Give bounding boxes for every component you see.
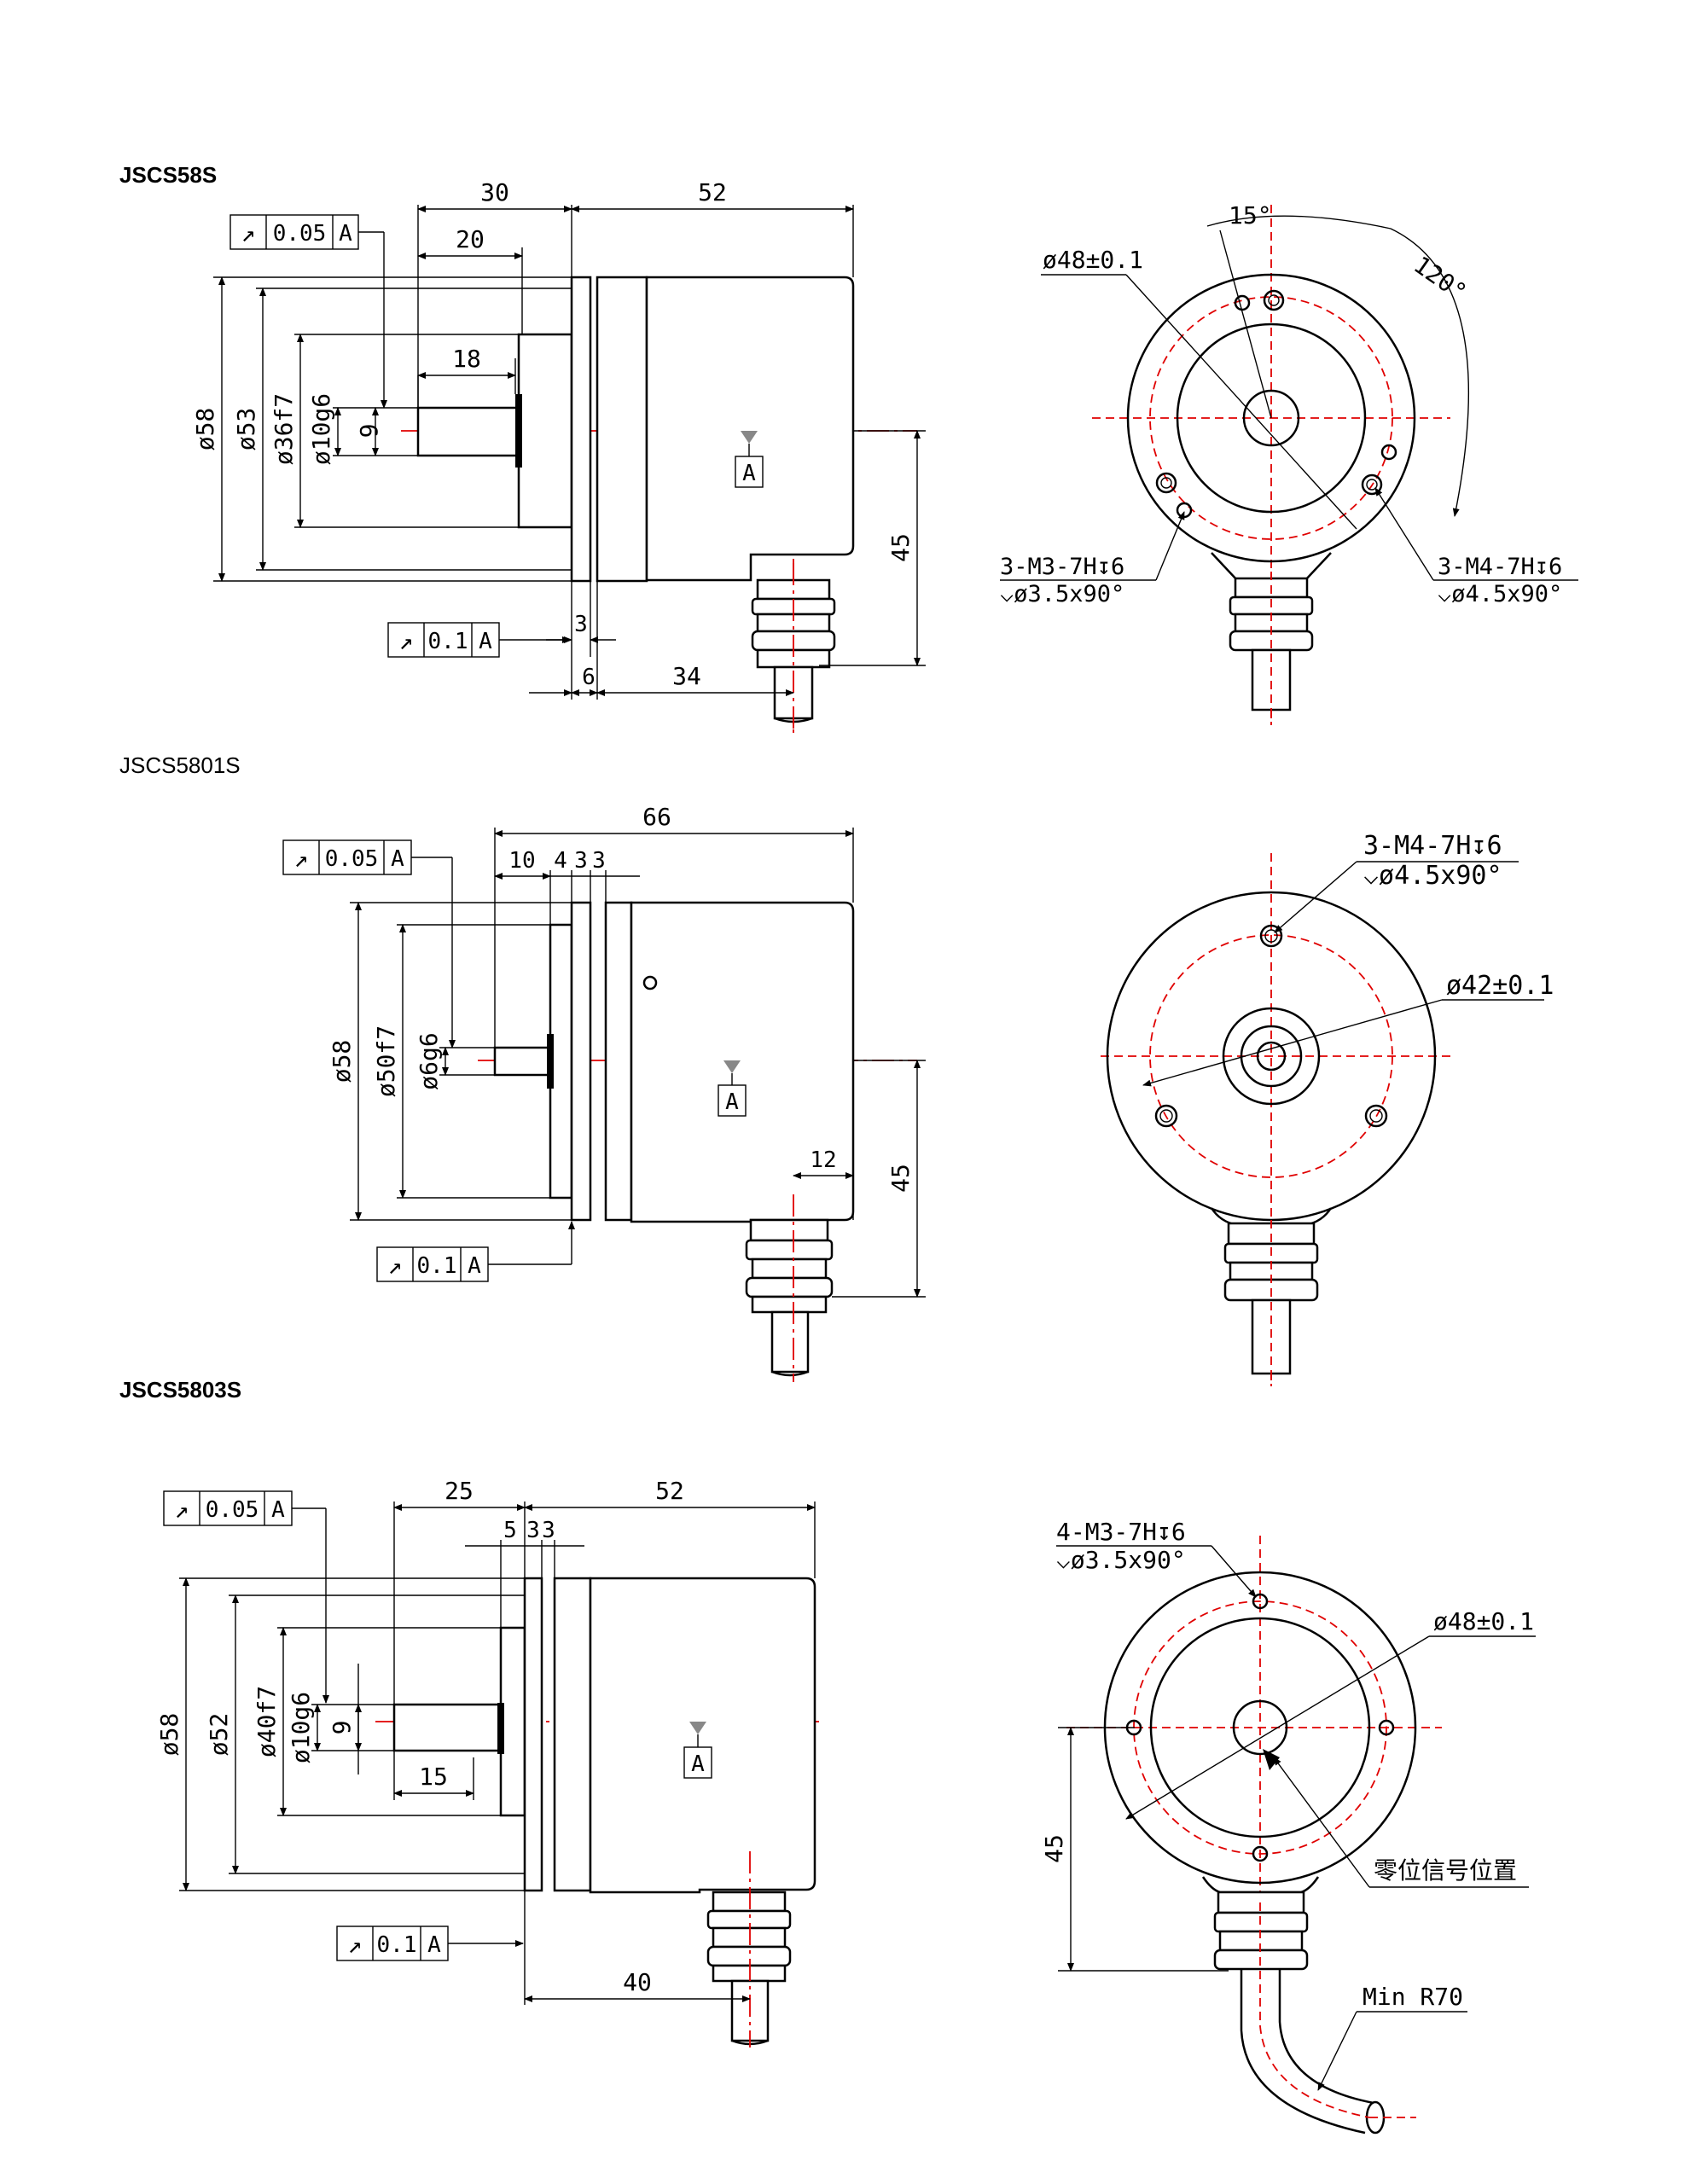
- pcd-48: ø48±0.1: [1043, 246, 1143, 274]
- hole-note-b2: ⌵ø4.5x90°: [1438, 581, 1562, 607]
- svg-text:↗: ↗: [294, 845, 309, 873]
- hole-note-a2: ⌵ø3.5x90°: [1000, 581, 1124, 607]
- hole-note-b1: 3-M4-7H↧6: [1438, 554, 1562, 580]
- hole-note-a1: 3-M3-7H↧6: [1000, 554, 1124, 580]
- dim-25: 25: [444, 1477, 474, 1505]
- svg-text:A: A: [427, 1932, 441, 1958]
- angle-15: 15°: [1229, 201, 1272, 229]
- section2-side-view: 66 10 4 3 3 ø58 ø50f7 ø6g6 45 12 A ↗ 0.0…: [282, 803, 926, 1382]
- dim-d52: ø52: [205, 1713, 233, 1757]
- fcf-runout-bottom: ↗ 0.1 A: [376, 1221, 575, 1282]
- dim-d36f7: ø36f7: [270, 393, 298, 465]
- datum-a: A: [725, 1089, 739, 1115]
- dim-12: 12: [810, 1147, 836, 1173]
- hole-note-1: 4-M3-7H↧6: [1056, 1518, 1186, 1546]
- dim-40: 40: [623, 1968, 652, 1996]
- dim-6: 6: [582, 665, 596, 690]
- min-bend-radius: Min R70: [1363, 1983, 1463, 2011]
- dim-d50f7: ø50f7: [372, 1025, 400, 1097]
- section-title-3: JSCS5803S: [119, 1377, 242, 1403]
- datum-a: A: [691, 1751, 705, 1777]
- hole-note-1: 3-M4-7H↧6: [1363, 831, 1502, 861]
- svg-text:0.1: 0.1: [428, 629, 468, 654]
- dim-10: 10: [508, 848, 535, 874]
- svg-text:↗: ↗: [388, 1252, 403, 1280]
- svg-text:A: A: [339, 221, 352, 247]
- section1-front-view: ø48±0.1 15° 120° 3-M3-7H↧6 ⌵ø3.5x90° 3-M…: [1000, 201, 1578, 725]
- dim-3: 3: [574, 612, 588, 637]
- dim-3b: 3: [542, 1518, 555, 1543]
- svg-text:A: A: [271, 1497, 285, 1523]
- svg-text:0.1: 0.1: [377, 1932, 417, 1958]
- svg-text:↗: ↗: [175, 1496, 189, 1524]
- dim-15: 15: [419, 1763, 448, 1791]
- dim-3b: 3: [592, 848, 606, 874]
- section1-side-view: 30 52 20 18 ø58 ø53 ø36f7 ø10g6 9 45 A 3…: [191, 178, 926, 734]
- shaft: [493, 1046, 552, 1077]
- cable-gland: [706, 1891, 792, 2046]
- dim-20: 20: [456, 225, 485, 253]
- svg-text:A: A: [468, 1253, 481, 1279]
- dim-d58: ø58: [328, 1040, 356, 1083]
- dim-d40f7: ø40f7: [253, 1686, 281, 1757]
- dim-d58: ø58: [191, 408, 219, 451]
- dim-d6g6: ø6g6: [415, 1032, 443, 1089]
- dim-45: 45: [1040, 1834, 1068, 1863]
- dim-18: 18: [452, 345, 481, 373]
- hole-note-2: ⌵ø4.5x90°: [1363, 861, 1502, 891]
- section-title-1: JSCS58S: [119, 162, 218, 188]
- svg-text:↗: ↗: [399, 627, 414, 655]
- svg-text:A: A: [391, 846, 404, 872]
- dim-34: 34: [672, 662, 701, 690]
- zero-signal-label: 零位信号位置: [1374, 1856, 1517, 1885]
- body-collar: [596, 276, 648, 583]
- hole-note-2: ⌵ø3.5x90°: [1056, 1546, 1186, 1574]
- svg-text:0.05: 0.05: [273, 221, 327, 247]
- fcf-runout-top: ↗ 0.05 A: [163, 1490, 329, 1704]
- dim-3a: 3: [526, 1518, 540, 1543]
- svg-text:A: A: [479, 629, 492, 654]
- dim-9: 9: [355, 424, 383, 439]
- angle-120: 120°: [1409, 251, 1472, 307]
- shaft: [416, 406, 520, 457]
- svg-text:↗: ↗: [241, 219, 256, 247]
- dim-d53: ø53: [232, 408, 260, 451]
- dim-52: 52: [655, 1477, 684, 1505]
- dim-45: 45: [886, 1164, 915, 1193]
- dim-52: 52: [698, 178, 727, 206]
- housing-body: [645, 276, 855, 582]
- fcf-runout-bottom: ↗ 0.1 A: [387, 622, 571, 658]
- flange: [570, 276, 592, 583]
- pcd-42: ø42±0.1: [1446, 971, 1554, 1001]
- pcd-48: ø48±0.1: [1433, 1607, 1534, 1635]
- svg-text:0.1: 0.1: [417, 1253, 457, 1279]
- dim-d58: ø58: [155, 1713, 183, 1757]
- dim-5: 5: [503, 1518, 517, 1543]
- dim-d10g6: ø10g6: [287, 1692, 315, 1763]
- cable-gland: [745, 1218, 834, 1377]
- section3-side-view: 25 52 5 3 3 ø58 ø52 ø40f7 ø10g6 9 15 40 …: [155, 1477, 819, 2048]
- fcf-runout-top: ↗ 0.05 A: [230, 214, 387, 409]
- dim-9: 9: [328, 1721, 356, 1735]
- fcf-runout-bottom: ↗ 0.1 A: [336, 1926, 524, 1961]
- svg-text:0.05: 0.05: [206, 1497, 259, 1523]
- dim-3a: 3: [574, 848, 588, 874]
- dim-66: 66: [642, 803, 671, 831]
- section-title-2: JSCS5801S: [119, 752, 241, 778]
- spigot: [517, 333, 573, 529]
- fcf-runout-top: ↗ 0.05 A: [282, 839, 456, 1048]
- dim-4: 4: [554, 848, 567, 874]
- dim-d10g6: ø10g6: [307, 393, 335, 465]
- shaft: [392, 1703, 503, 1752]
- svg-text:0.05: 0.05: [325, 846, 379, 872]
- section2-front-view: 3-M4-7H↧6 ⌵ø4.5x90° ø42±0.1: [1101, 831, 1554, 1386]
- svg-text:↗: ↗: [348, 1931, 363, 1959]
- dim-30: 30: [480, 178, 509, 206]
- datum-a: A: [742, 461, 756, 486]
- section3-front-view: 45 4-M3-7H↧6 ⌵ø3.5x90° ø48±0.1 零位信号位置 Mi…: [1040, 1518, 1536, 2135]
- dim-45: 45: [886, 533, 915, 562]
